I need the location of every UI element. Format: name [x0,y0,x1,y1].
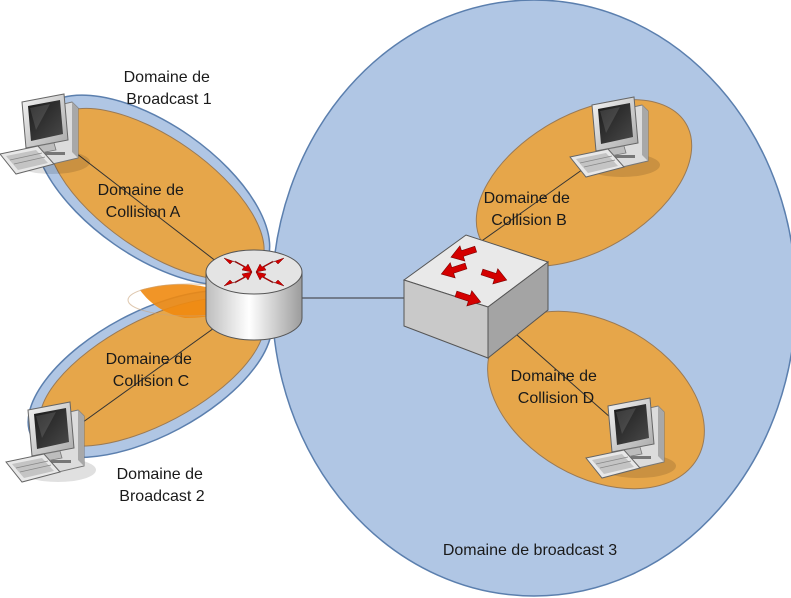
computer-icon [5,401,97,483]
label-broadcast-3: Domaine de broadcast 3 [443,542,617,559]
label-collision-b-line1: Domaine de [484,190,570,207]
label-broadcast-2: Domaine de Broadcast 2 [117,466,208,505]
label-collision-d: Domaine de Collision D [511,368,602,407]
label-collision-b: Domaine de Collision B [484,190,575,229]
link-pc2-router [71,317,229,431]
label-collision-a-line2: Collision A [106,204,181,221]
label-broadcast-2-line2: Broadcast 2 [119,488,204,505]
router-icon [205,249,303,341]
label-collision-b-line2: Collision B [491,212,567,229]
label-broadcast-1: Domaine de Broadcast 1 [124,69,215,108]
computer-icon [0,93,91,175]
label-broadcast-1-line1: Domaine de [124,69,210,86]
label-collision-a: Domaine de Collision A [98,182,189,221]
label-collision-c-line1: Domaine de [106,351,192,368]
label-collision-d-line2: Collision D [518,390,594,407]
label-collision-c: Domaine de Collision C [106,351,197,390]
switch-icon [402,234,550,360]
label-broadcast-1-line2: Broadcast 1 [126,91,211,108]
label-collision-d-line1: Domaine de [511,368,597,385]
label-collision-c-line2: Collision C [113,373,189,390]
label-collision-a-line1: Domaine de [98,182,184,199]
link-pc1-router [71,149,231,273]
label-broadcast-2-line1: Domaine de [117,466,203,483]
